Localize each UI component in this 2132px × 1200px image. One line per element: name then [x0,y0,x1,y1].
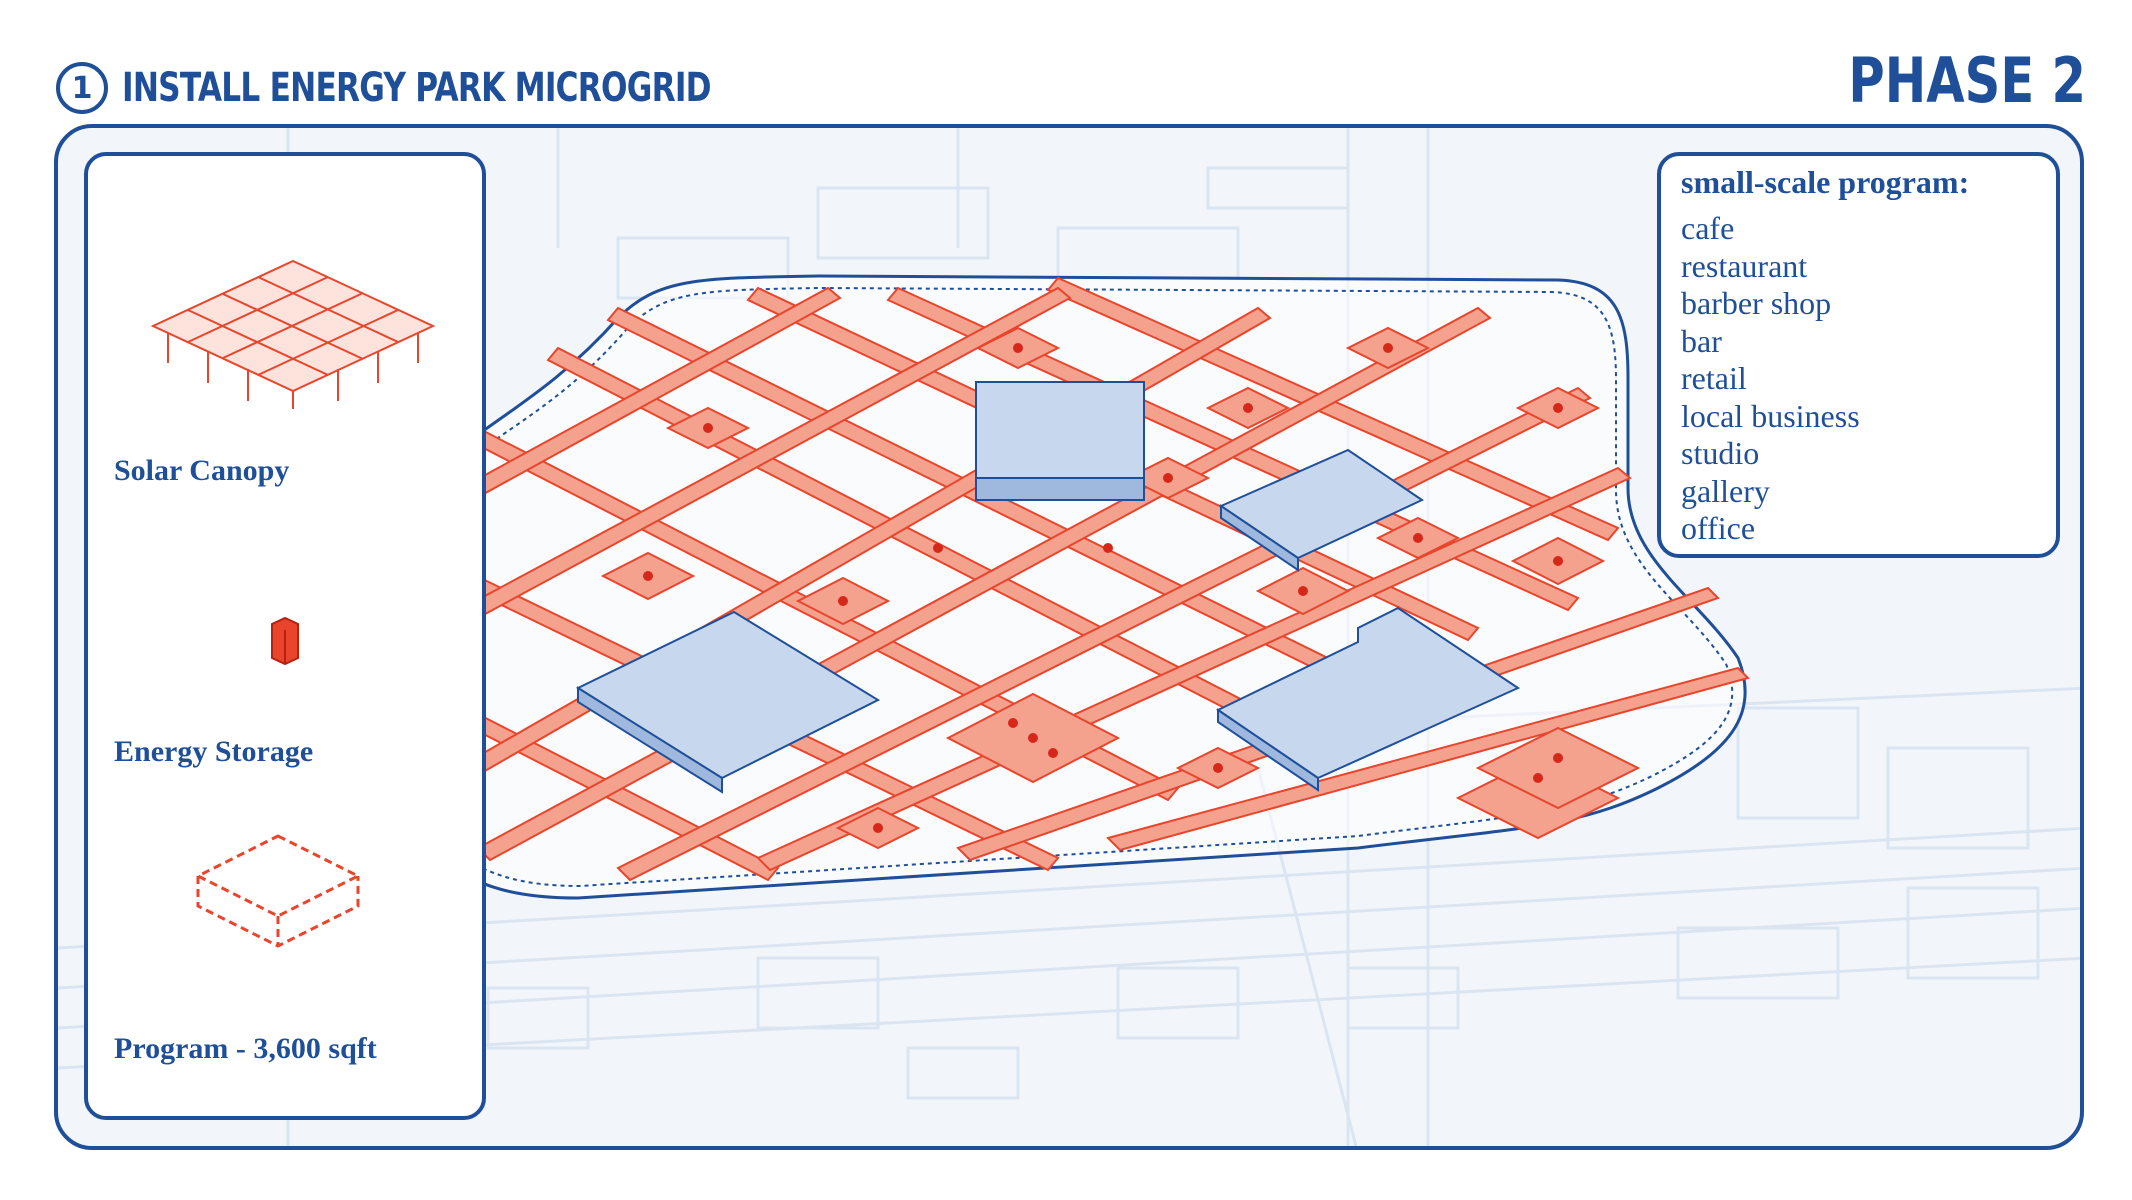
header: 1 INSTALL ENERGY PARK MICROGRID [56,58,877,118]
list-item: retail [1681,360,1747,396]
phase-title: PHASE 2 [1848,44,2086,117]
list-item: cafe [1681,210,1735,246]
building-north [975,381,1145,479]
list-item: studio [1681,435,1760,471]
list-item: barber shop [1681,285,1832,321]
list-item: bar [1681,322,1722,359]
storage-markers [413,343,1563,833]
list-item: local business [1681,397,1860,434]
program-list: cafe restaurant barber shop bar retail l… [1681,210,1860,548]
step-number: 1 [71,70,93,106]
list-item: office [1681,510,1756,546]
program-buildings [575,381,1521,794]
legend-panel: Solar Canopy Energy Storage Program - 3,… [84,152,486,1120]
battery-icon [271,616,299,666]
solar-canopy-icon [150,259,436,409]
site-plan-map [58,128,2080,1146]
step-number-badge: 1 [56,62,108,114]
program-list-box: small-scale program: cafe restaurant bar… [1657,152,2060,558]
program-title: small-scale program: [1681,164,1970,200]
list-item: restaurant [1681,247,1808,284]
legend-label-solar-canopy: Solar Canopy [114,454,290,487]
step-title: INSTALL ENERGY PARK MICROGRID [122,65,712,111]
program-box-icon [194,834,362,948]
list-item: gallery [1681,472,1770,509]
legend-label-program: Program - 3,600 sqft [114,1032,377,1065]
legend-label-energy-storage: Energy Storage [114,735,314,768]
